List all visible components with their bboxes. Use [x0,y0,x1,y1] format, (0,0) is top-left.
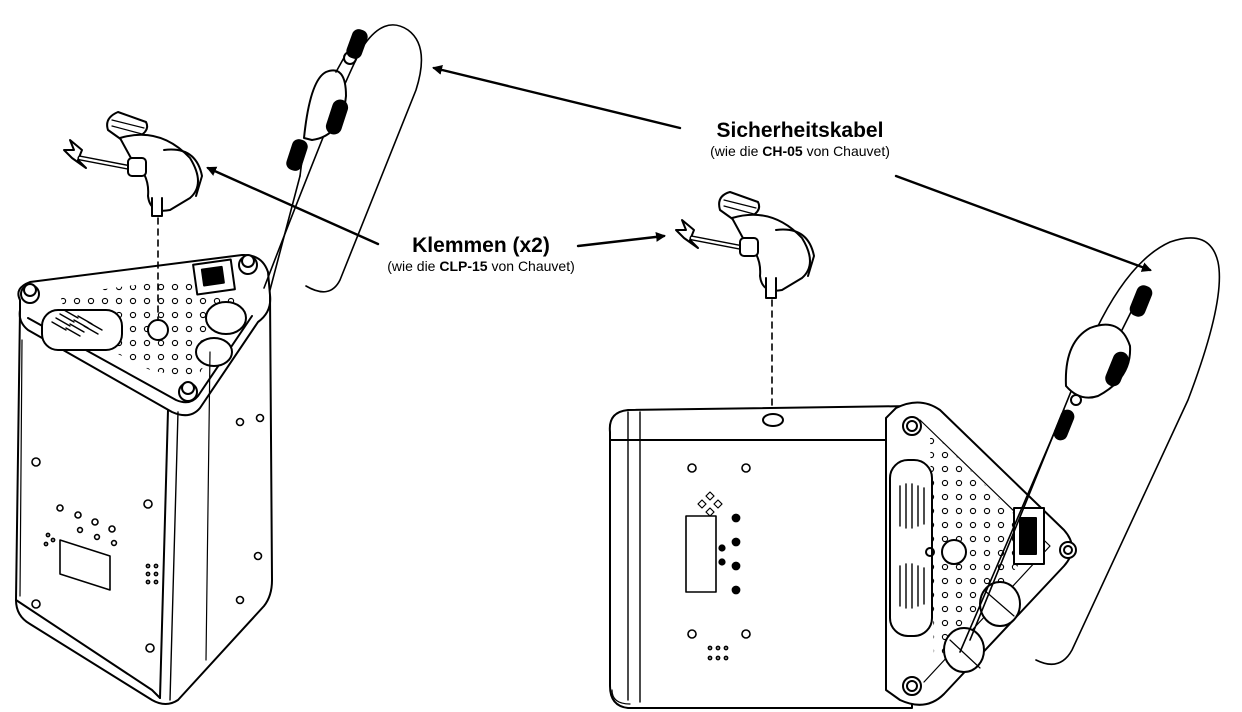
safety-cable-title: Sicherheitskabel [716,119,884,142]
safety-cable-subtitle: (wie die CH-05 von Chauvet) [710,143,890,159]
safety-cable-model: CH-05 [762,143,803,159]
clamp-right [675,191,815,299]
clamps-subtitle: (wie die CLP-15 von Chauvet) [387,258,575,274]
callout-arrows [206,65,1152,272]
safety-cable-callout: Sicherheitskabel (wie die CH-05 von Chau… [640,119,960,159]
fixture-left [15,253,273,705]
vent-slots-left [41,309,123,351]
clamp-left [63,111,203,217]
clamps-title: Klemmen (x2) [412,234,550,257]
fixture-right [608,401,1077,709]
control-panel-right [685,463,751,661]
control-panel-left [31,413,265,653]
clamps-model: CLP-15 [439,258,488,274]
clamps-callout: Klemmen (x2) (wie die CLP-15 von Chauvet… [326,234,636,274]
safety-cable-left [263,24,423,293]
